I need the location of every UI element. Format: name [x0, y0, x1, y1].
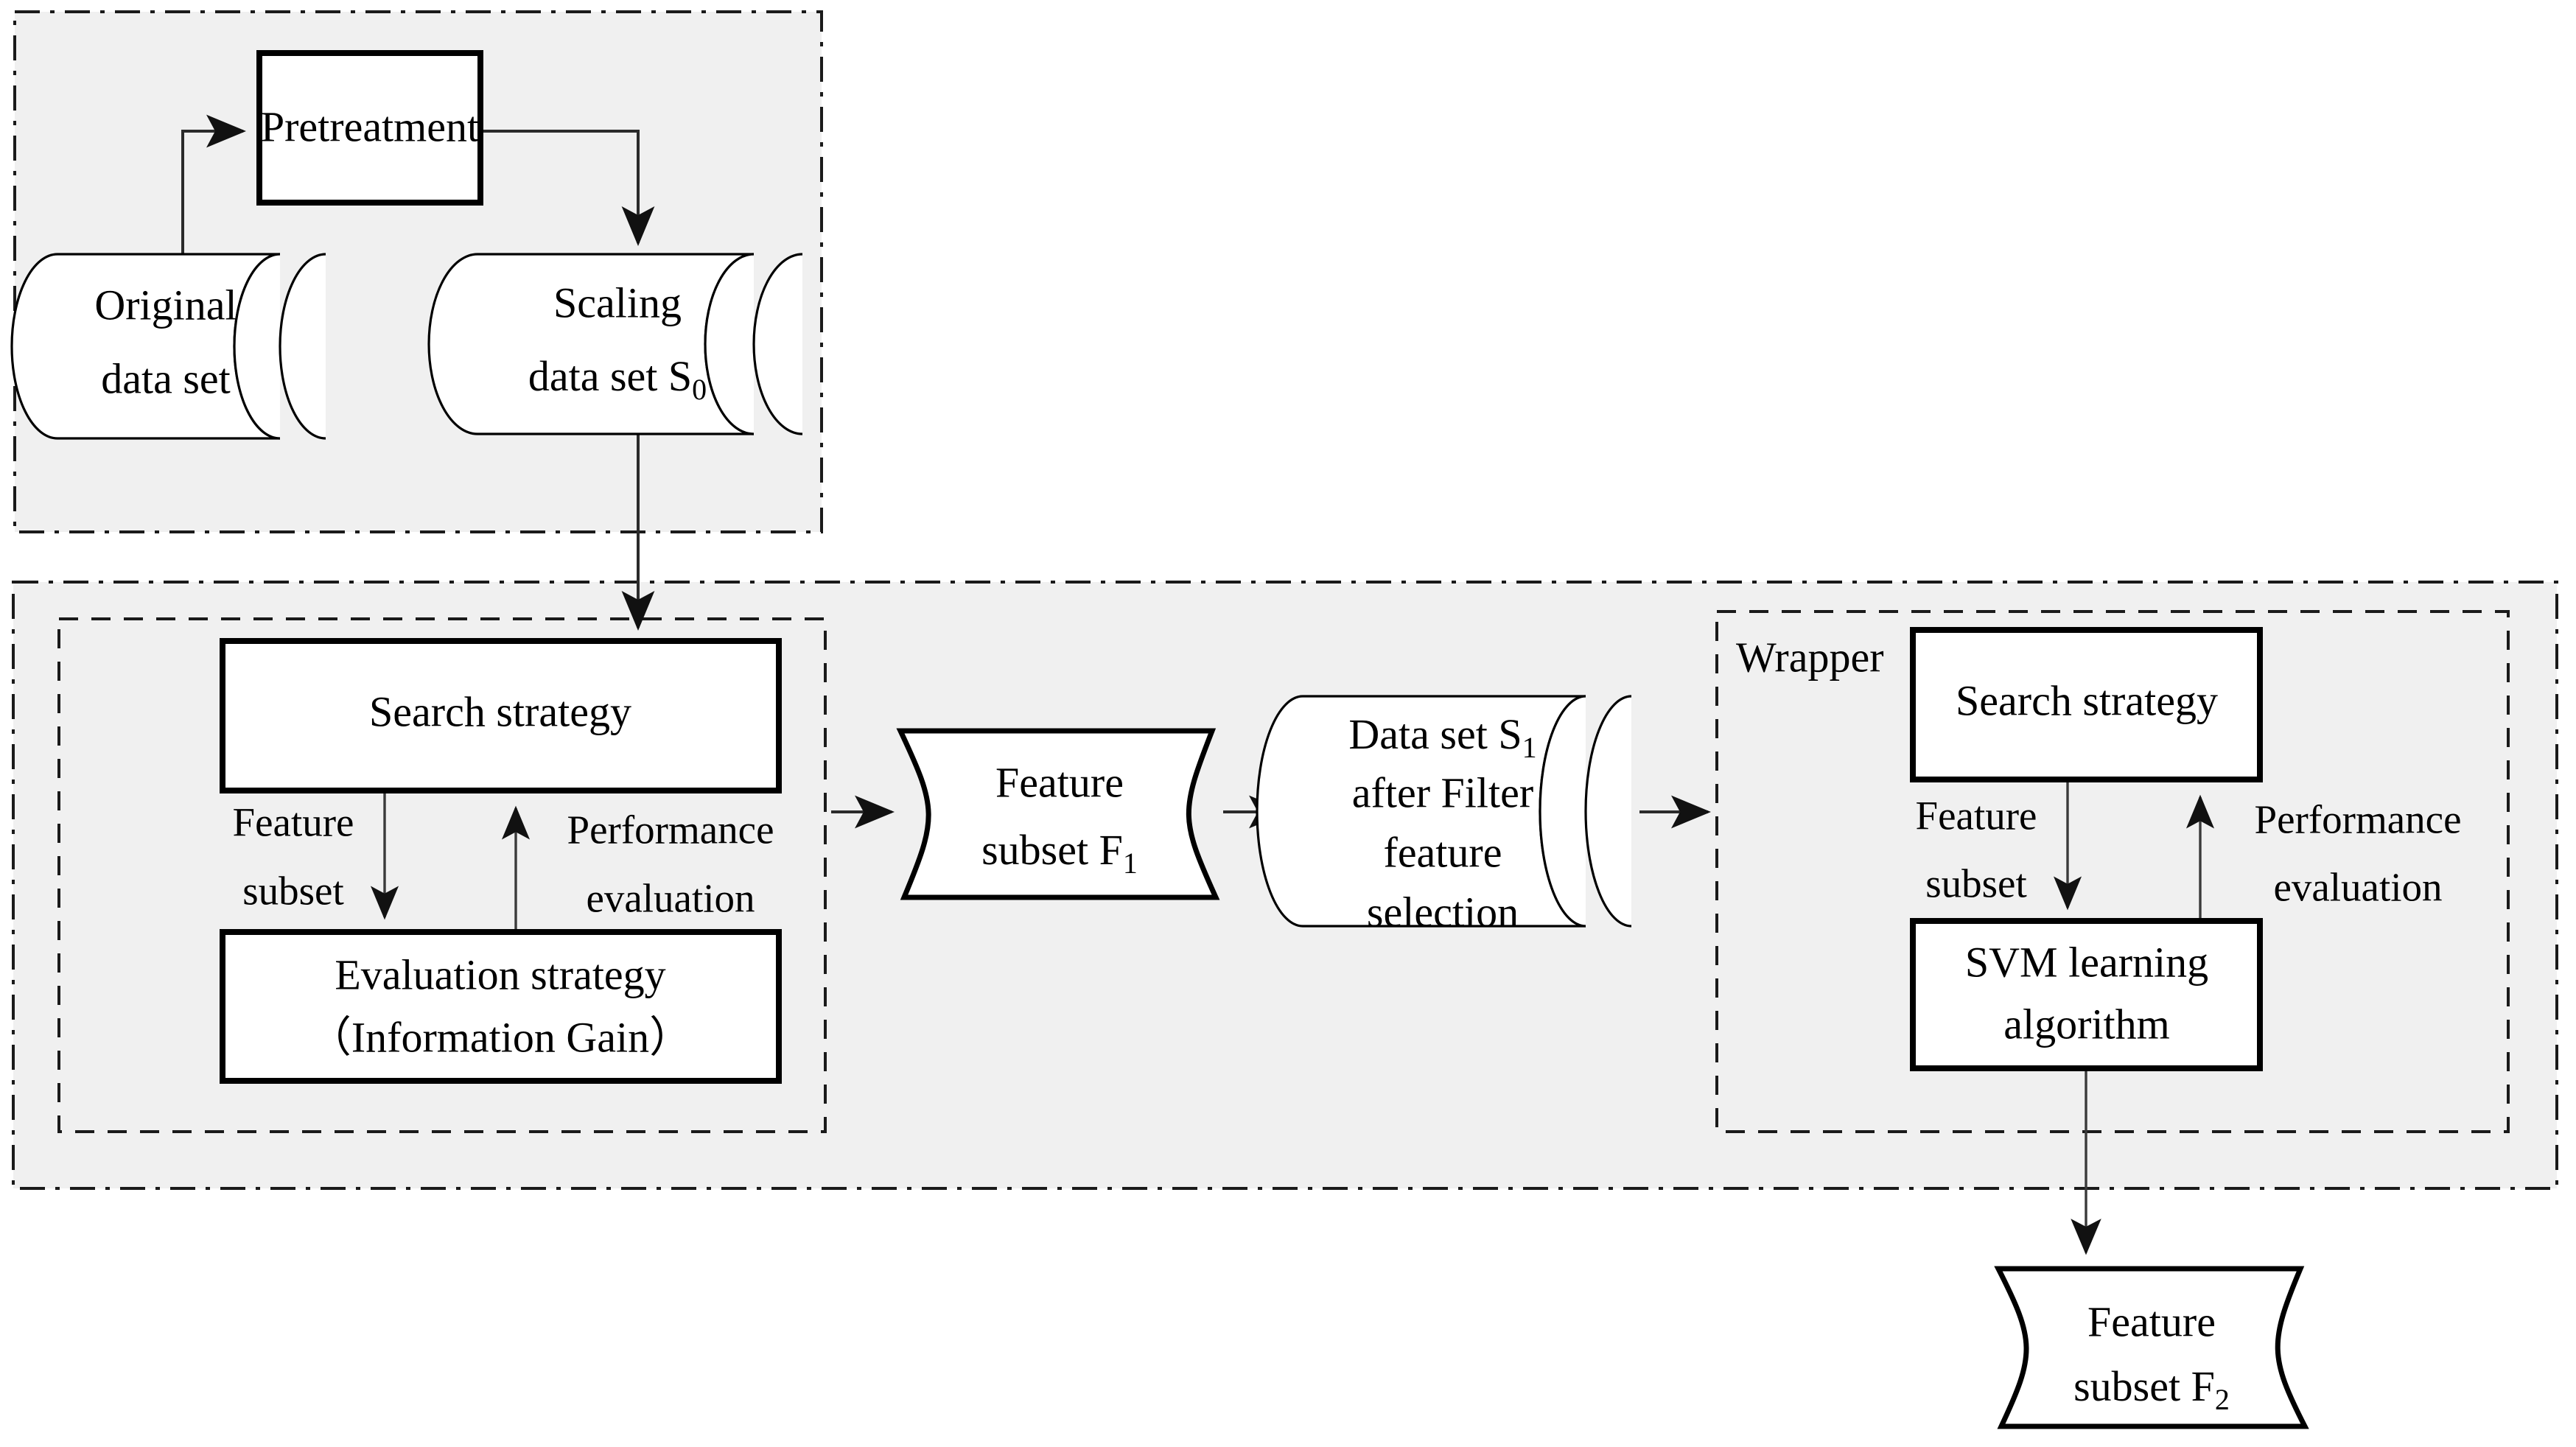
- filter-evaluation-strategy-line1: Evaluation strategy: [335, 950, 665, 998]
- wrapper-feature-subset-line2: subset: [1925, 861, 2027, 906]
- scaling-data-set-line2: data set S0: [528, 352, 707, 406]
- wrapper-search-strategy-label: Search strategy: [1956, 676, 2218, 724]
- filter-search-strategy-label: Search strategy: [369, 687, 631, 735]
- node-scaling-data-set[interactable]: Scaling data set S0: [427, 253, 803, 435]
- filter-group: [57, 617, 827, 1133]
- wrapper-performance-evaluation-line2: evaluation: [2273, 865, 2442, 910]
- original-data-set-line1: Original: [94, 281, 237, 329]
- node-filter-evaluation-strategy[interactable]: Evaluation strategy （Information Gain）: [220, 929, 782, 1084]
- feature-subset-f2-line1: Feature: [2087, 1297, 2216, 1345]
- wrapper-performance-evaluation-line1: Performance: [2255, 797, 2462, 842]
- filter-performance-evaluation-line1: Performance: [567, 807, 774, 852]
- label-wrapper-feature-subset: Feature subset: [1916, 793, 2037, 906]
- node-data-set-s1[interactable]: Data set S1 after Filter feature selecti…: [1256, 695, 1632, 936]
- node-feature-subset-f1[interactable]: Feature subset F1: [896, 728, 1220, 900]
- filter-evaluation-strategy-line2: （Information Gain）: [309, 1013, 692, 1061]
- data-set-s1-line4: selection: [1367, 888, 1519, 936]
- edge-pretreatment-to-scaling: [480, 130, 655, 246]
- data-set-s1-line3: feature: [1384, 828, 1502, 876]
- svm-learning-algorithm-line2: algorithm: [2003, 1000, 2170, 1048]
- label-wrapper-performance-evaluation: Performance evaluation: [2255, 797, 2462, 910]
- node-pretreatment[interactable]: Pretreatment: [256, 50, 483, 206]
- original-data-set-line2: data set: [101, 354, 231, 402]
- filter-feature-subset-line1: Feature: [233, 800, 354, 845]
- edge-original-to-pretreatment: [181, 114, 246, 258]
- wrapper-group: [1715, 610, 2510, 1133]
- feature-subset-f2-line2: subset F2: [2073, 1362, 2230, 1416]
- data-set-s1-line2: after Filter: [1352, 768, 1533, 816]
- filter-performance-evaluation-line2: evaluation: [586, 876, 755, 921]
- node-feature-subset-f2[interactable]: Feature subset F2: [1994, 1266, 2309, 1429]
- node-svm-learning-algorithm[interactable]: SVM learning algorithm: [1910, 918, 2263, 1071]
- wrapper-group-label: Wrapper: [1736, 633, 1884, 681]
- node-original-data-set[interactable]: Original data set: [10, 253, 326, 440]
- svm-learning-algorithm-line1: SVM learning: [1965, 938, 2208, 986]
- wrapper-feature-subset-line1: Feature: [1916, 793, 2037, 838]
- pretreatment-label: Pretreatment: [261, 102, 479, 150]
- data-set-s1-line1: Data set S1: [1348, 710, 1536, 764]
- filter-feature-subset-line2: subset: [242, 869, 344, 914]
- node-filter-search-strategy[interactable]: Search strategy: [220, 638, 782, 793]
- node-wrapper-search-strategy[interactable]: Search strategy: [1910, 627, 2263, 782]
- label-filter-feature-subset: Feature subset: [233, 800, 354, 914]
- label-filter-performance-evaluation: Performance evaluation: [567, 807, 774, 921]
- feature-subset-f1-line1: Feature: [995, 758, 1124, 806]
- feature-subset-f1-line2: subset F1: [981, 826, 1138, 880]
- scaling-data-set-line1: Scaling: [553, 278, 682, 326]
